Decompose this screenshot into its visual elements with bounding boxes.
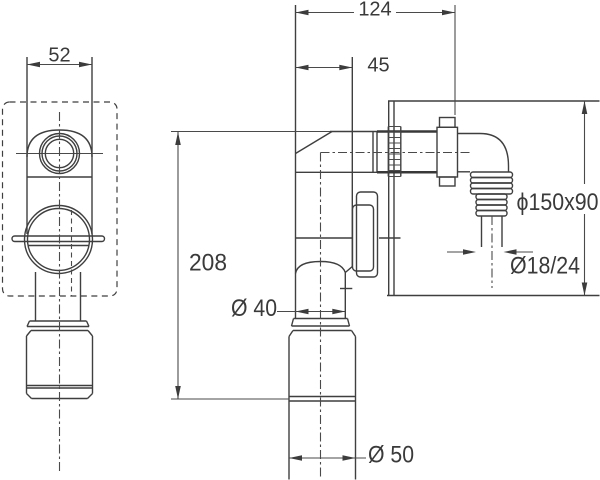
dimension-diameter-40: Ø 40 (231, 295, 346, 322)
dimension-diameter-50: Ø 50 (289, 442, 414, 469)
dim-label-plate-150x90: ϕ150x90 (517, 189, 599, 216)
dimension-52: 52 (27, 45, 92, 68)
union-nut (436, 116, 459, 187)
dimension-208: 208 (171, 132, 289, 400)
dimension-plate-150x90: ϕ150x90 (517, 101, 599, 296)
cleanout-cap-lip (355, 191, 379, 278)
threaded-connector (377, 125, 437, 178)
dim-label-d40: Ø 40 (231, 295, 277, 322)
corrugated-hose (469, 171, 514, 288)
dim-label-45: 45 (367, 55, 389, 77)
elbow-outlet (457, 132, 510, 173)
dim-label-d50: Ø 50 (368, 442, 414, 469)
dim-label-208: 208 (189, 250, 227, 277)
front-view (1, 57, 118, 473)
mounting-outline-dashed-box (1, 101, 118, 297)
dimension-hose-18-24: Ø18/24 (447, 249, 580, 280)
dim-label-52: 52 (48, 45, 70, 67)
dimension-45: 45 (295, 55, 390, 77)
cleanout-cap (351, 204, 375, 272)
dim-label-124: 124 (358, 0, 391, 21)
side-view (171, 5, 470, 480)
mounting-bar (11, 235, 106, 243)
dimension-124: 124 (295, 0, 456, 115)
dim-label-d18-24: Ø18/24 (510, 253, 580, 280)
